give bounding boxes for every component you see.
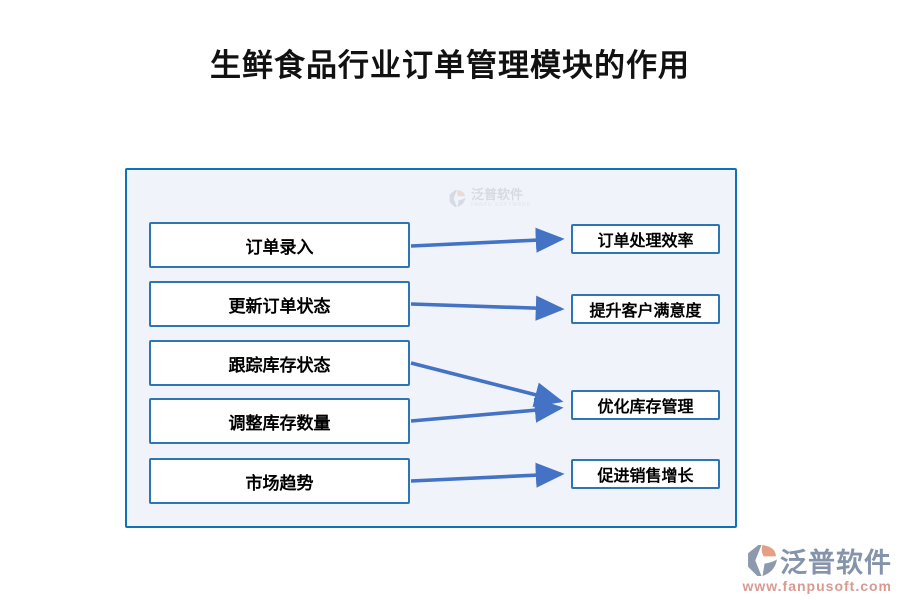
left-box-market-trends: 市场趋势 [149,458,410,504]
right-box-label: 优化库存管理 [597,399,694,416]
arrow-order-entry-to-efficiency [410,227,565,253]
left-box-label: 调整库存数量 [228,413,331,433]
right-box-sales-growth: 促进销售增长 [571,459,720,489]
diagram-panel: 泛普软件 FANPU SOFTWARE 订单录入 更新订单状态 跟踪库存状态 调… [125,168,737,528]
right-box-label: 促进销售增长 [597,468,694,485]
right-box-customer-satisfaction: 提升客户满意度 [571,294,720,324]
right-box-order-processing-efficiency: 订单处理效率 [571,224,720,254]
brand-url: www.fanpusoft.com [742,578,892,594]
left-box-label: 跟踪库存状态 [228,355,331,375]
arrow-market-trends-to-growth [410,462,565,488]
left-box-label: 订单录入 [245,237,314,257]
brand-row: 泛普软件 [747,541,892,580]
left-box-adjust-inventory-quantity: 调整库存数量 [149,398,410,444]
brand-name: 泛普软件 [780,548,892,578]
right-box-inventory-optimization: 优化库存管理 [571,390,720,420]
page-title: 生鲜食品行业订单管理模块的作用 [210,48,690,83]
arrow-track-inventory-to-optimization [410,361,564,407]
watermark-text: 泛普软件 FANPU SOFTWARE [471,188,531,208]
right-box-label: 提升客户满意度 [589,303,702,320]
fanpu-logo-icon [748,545,777,576]
watermark: 泛普软件 FANPU SOFTWARE [449,188,531,208]
left-box-update-order-status: 更新订单状态 [149,281,410,327]
brand-footer: 泛普软件 www.fanpusoft.com [743,541,892,594]
left-box-order-entry: 订单录入 [149,222,410,268]
arrow-update-status-to-satisfaction [410,295,565,321]
watermark-subtitle: FANPU SOFTWARE [471,202,532,208]
connector-arrows [410,227,565,488]
right-box-label: 订单处理效率 [597,233,694,250]
left-box-track-inventory-status: 跟踪库存状态 [149,340,410,386]
fanpu-watermark-icon [449,189,466,207]
watermark-name: 泛普软件 [471,187,524,202]
left-box-label: 市场趋势 [245,473,314,493]
arrow-adjust-quantity-to-optimization [410,397,564,423]
left-box-label: 更新订单状态 [228,296,331,316]
